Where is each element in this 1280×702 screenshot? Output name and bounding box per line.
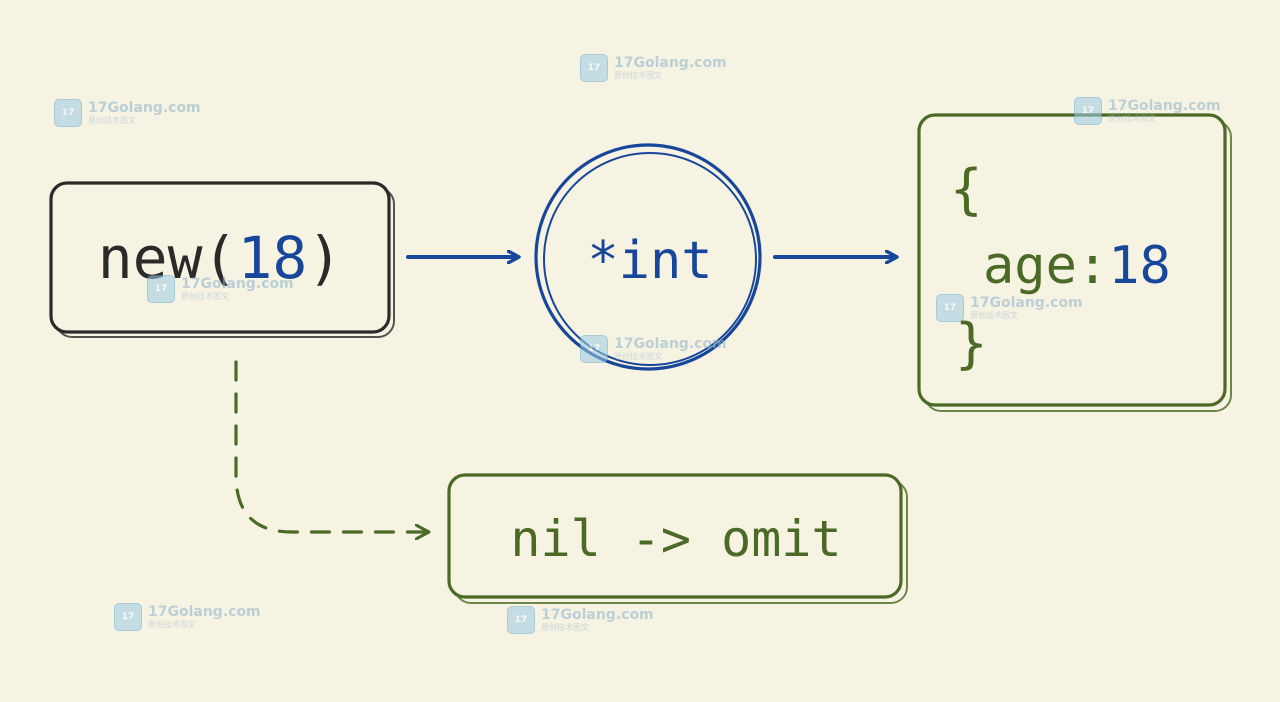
- dashed-arrow-to-nil: [234, 360, 428, 532]
- new-keyword: new(: [98, 224, 238, 292]
- pointer-type-label: *int: [587, 231, 712, 291]
- pointer-type-node: *int: [534, 143, 762, 371]
- new-arg: 18: [237, 224, 307, 292]
- json-open-brace: {: [950, 158, 983, 221]
- json-field-line: age:18: [983, 236, 1171, 296]
- json-close-brace: }: [955, 312, 988, 375]
- new-call-node: new(18): [49, 181, 395, 338]
- json-value: 18: [1108, 236, 1171, 296]
- new-call-label: new(18): [98, 224, 342, 292]
- nil-case-node: nil -> omit: [447, 473, 908, 604]
- json-key: age:: [983, 236, 1108, 296]
- json-object-node: { age:18 }: [917, 113, 1232, 412]
- nil-case-label: nil -> omit: [510, 510, 841, 568]
- new-close-paren: ): [307, 224, 342, 292]
